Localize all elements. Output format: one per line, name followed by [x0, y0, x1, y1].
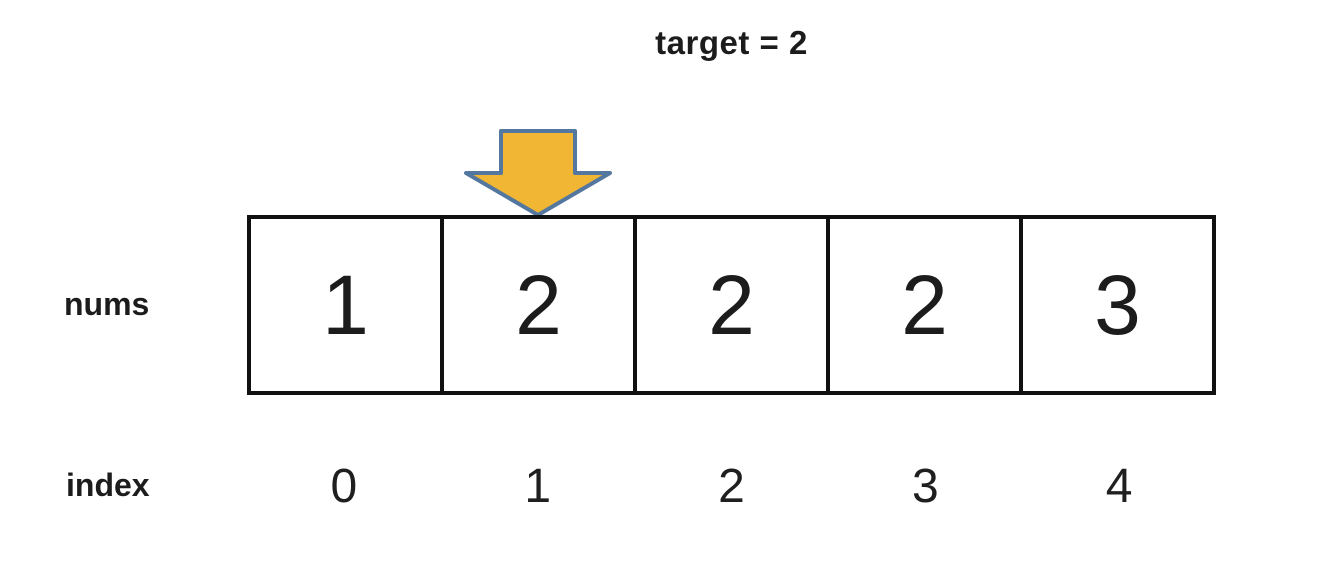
array-cell-value: 2: [515, 257, 562, 352]
array-cell: 1: [251, 219, 444, 391]
index-value: 2: [718, 460, 745, 513]
down-arrow-icon: [464, 129, 612, 217]
index-value: 4: [1105, 460, 1133, 513]
array-cell-value: 3: [1094, 257, 1141, 352]
array-cell-value: 1: [322, 257, 369, 352]
array-cell: 2: [444, 219, 637, 391]
nums-array: 1 2 2 2 3: [247, 215, 1216, 395]
array-cell: 3: [1023, 219, 1212, 391]
index-label: index: [66, 467, 150, 503]
array-cell-value: 2: [708, 257, 755, 352]
array-cell: 2: [637, 219, 830, 391]
index-value: 1: [524, 460, 552, 513]
array-cell: 2: [830, 219, 1023, 391]
nums-label: nums: [64, 286, 150, 322]
index-value: 3: [911, 460, 939, 513]
index-row: 0 1 2 3 4: [247, 459, 1216, 514]
index-value: 0: [330, 460, 358, 513]
array-cell-value: 2: [901, 257, 948, 352]
target-label: target = 2: [655, 24, 808, 61]
